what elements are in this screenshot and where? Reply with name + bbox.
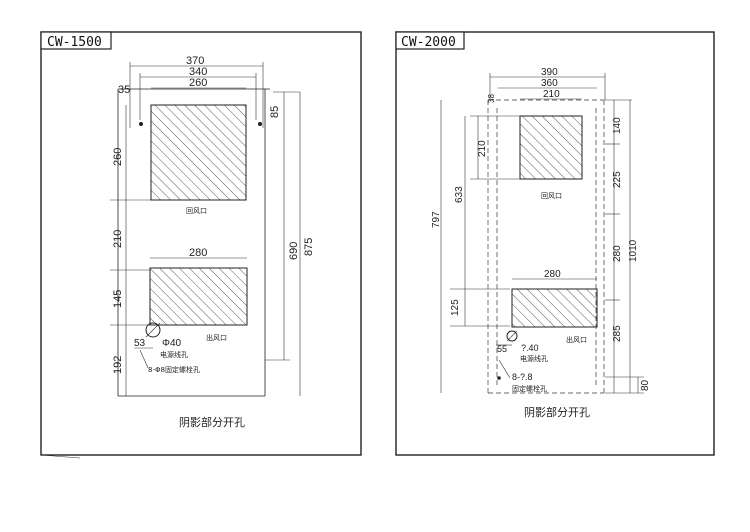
cw2000-title: CW-2000 — [401, 35, 456, 50]
cw2000-hole-diameter: ?.40 — [521, 343, 539, 353]
cw1500-cable-hole — [145, 322, 161, 338]
cw1500-corner-mark — [40, 454, 81, 459]
cw2000-dim-38: 38 — [487, 94, 496, 103]
cw1500-bolt-hole-label: 8-Φ8固定螺栓孔 — [148, 365, 200, 374]
cw1500-dim-340: 340 — [189, 66, 207, 78]
cw2000-dim-125: 125 — [450, 299, 461, 316]
cw2000-bolt-dot — [497, 376, 501, 380]
cw2000-dim-210: 210 — [543, 89, 560, 100]
cw2000-dim-1010: 1010 — [628, 239, 639, 262]
cw2000-dim-55: 55 — [497, 344, 507, 354]
cw2000-dim-390: 390 — [541, 67, 558, 78]
cw2000-dim-285: 285 — [612, 325, 623, 342]
cw2000-bolt-leader — [498, 359, 511, 379]
cw2000-dim-left-210: 210 — [477, 140, 488, 157]
cw1500-dim-260: 260 — [189, 77, 207, 89]
cw1500-dim-35: 35 — [118, 84, 130, 96]
cw1500-bolt-dot-2 — [258, 122, 262, 126]
cw1500-caption: 阴影部分开孔 — [179, 415, 245, 429]
cw1500-dim-85: 85 — [269, 106, 281, 118]
cw1500-return-air-opening — [150, 104, 247, 201]
cw1500-dim-left-145: 145 — [112, 290, 124, 308]
cw1500-bolt-leader — [139, 349, 149, 369]
cw1500-cable-hole-label: 电源线孔 — [160, 350, 188, 359]
cw1500-outlet-opening — [149, 267, 248, 326]
cw1500-dim-280: 280 — [189, 247, 207, 259]
cw2000-panel: CW-2000 390 360 210 38 回风口 797 633 210 1… — [395, 31, 715, 456]
cw2000-dim-633: 633 — [454, 186, 465, 203]
cw1500-dim-left-210: 210 — [112, 230, 124, 248]
cw2000-outlet-opening — [511, 288, 598, 328]
cw1500-dim-690: 690 — [288, 242, 300, 260]
cw1500-hole-diameter: Φ40 — [162, 338, 182, 349]
cw2000-frame — [395, 31, 715, 456]
cw2000-dim-80: 80 — [640, 379, 651, 391]
cw2000-dim-225: 225 — [612, 171, 623, 188]
cw1500-frame — [40, 31, 362, 456]
cw1500-return-air-label: 回风口 — [186, 207, 207, 215]
cw2000-bolt-count: 8-?.8 — [512, 372, 533, 382]
cw1500-dim-53: 53 — [134, 338, 146, 349]
cw2000-dim-360: 360 — [541, 78, 558, 89]
cw2000-cable-hole-label: 电源线孔 — [520, 354, 548, 363]
cw1500-outlet-label: 出风口 — [206, 333, 227, 342]
cw2000-cable-hole-diag — [506, 330, 518, 342]
cw1500-dim-left-260: 260 — [112, 148, 124, 166]
cw1500-dim-left-192: 192 — [112, 356, 124, 374]
cw2000-return-air-label: 回风口 — [541, 192, 562, 200]
cw1500-title-box — [40, 31, 112, 50]
cw1500-title: CW-1500 — [47, 35, 102, 50]
cw2000-cable-hole — [506, 330, 518, 342]
cw1500-bolt-dot-1 — [139, 122, 143, 126]
cw2000-dim-r280: 280 — [612, 245, 623, 262]
cw2000-outlet-label: 出风口 — [566, 335, 587, 344]
cw1500-dim-370: 370 — [186, 55, 204, 67]
cw2000-bolt-hole-label: 固定螺栓孔 — [512, 384, 547, 393]
cw1500-panel: CW-1500 370 340 260 35 85 回风口 690 875 — [40, 31, 362, 459]
cw2000-return-air-opening — [519, 115, 583, 180]
cw2000-dim-280: 280 — [544, 269, 561, 280]
cw1500-dim-875: 875 — [303, 238, 315, 256]
cw2000-dim-797: 797 — [431, 211, 442, 228]
cw2000-caption: 阴影部分开孔 — [524, 405, 590, 419]
cw2000-title-box — [395, 31, 465, 50]
cw1500-cable-hole-diag — [145, 322, 161, 338]
cw2000-dim-140: 140 — [612, 117, 623, 134]
